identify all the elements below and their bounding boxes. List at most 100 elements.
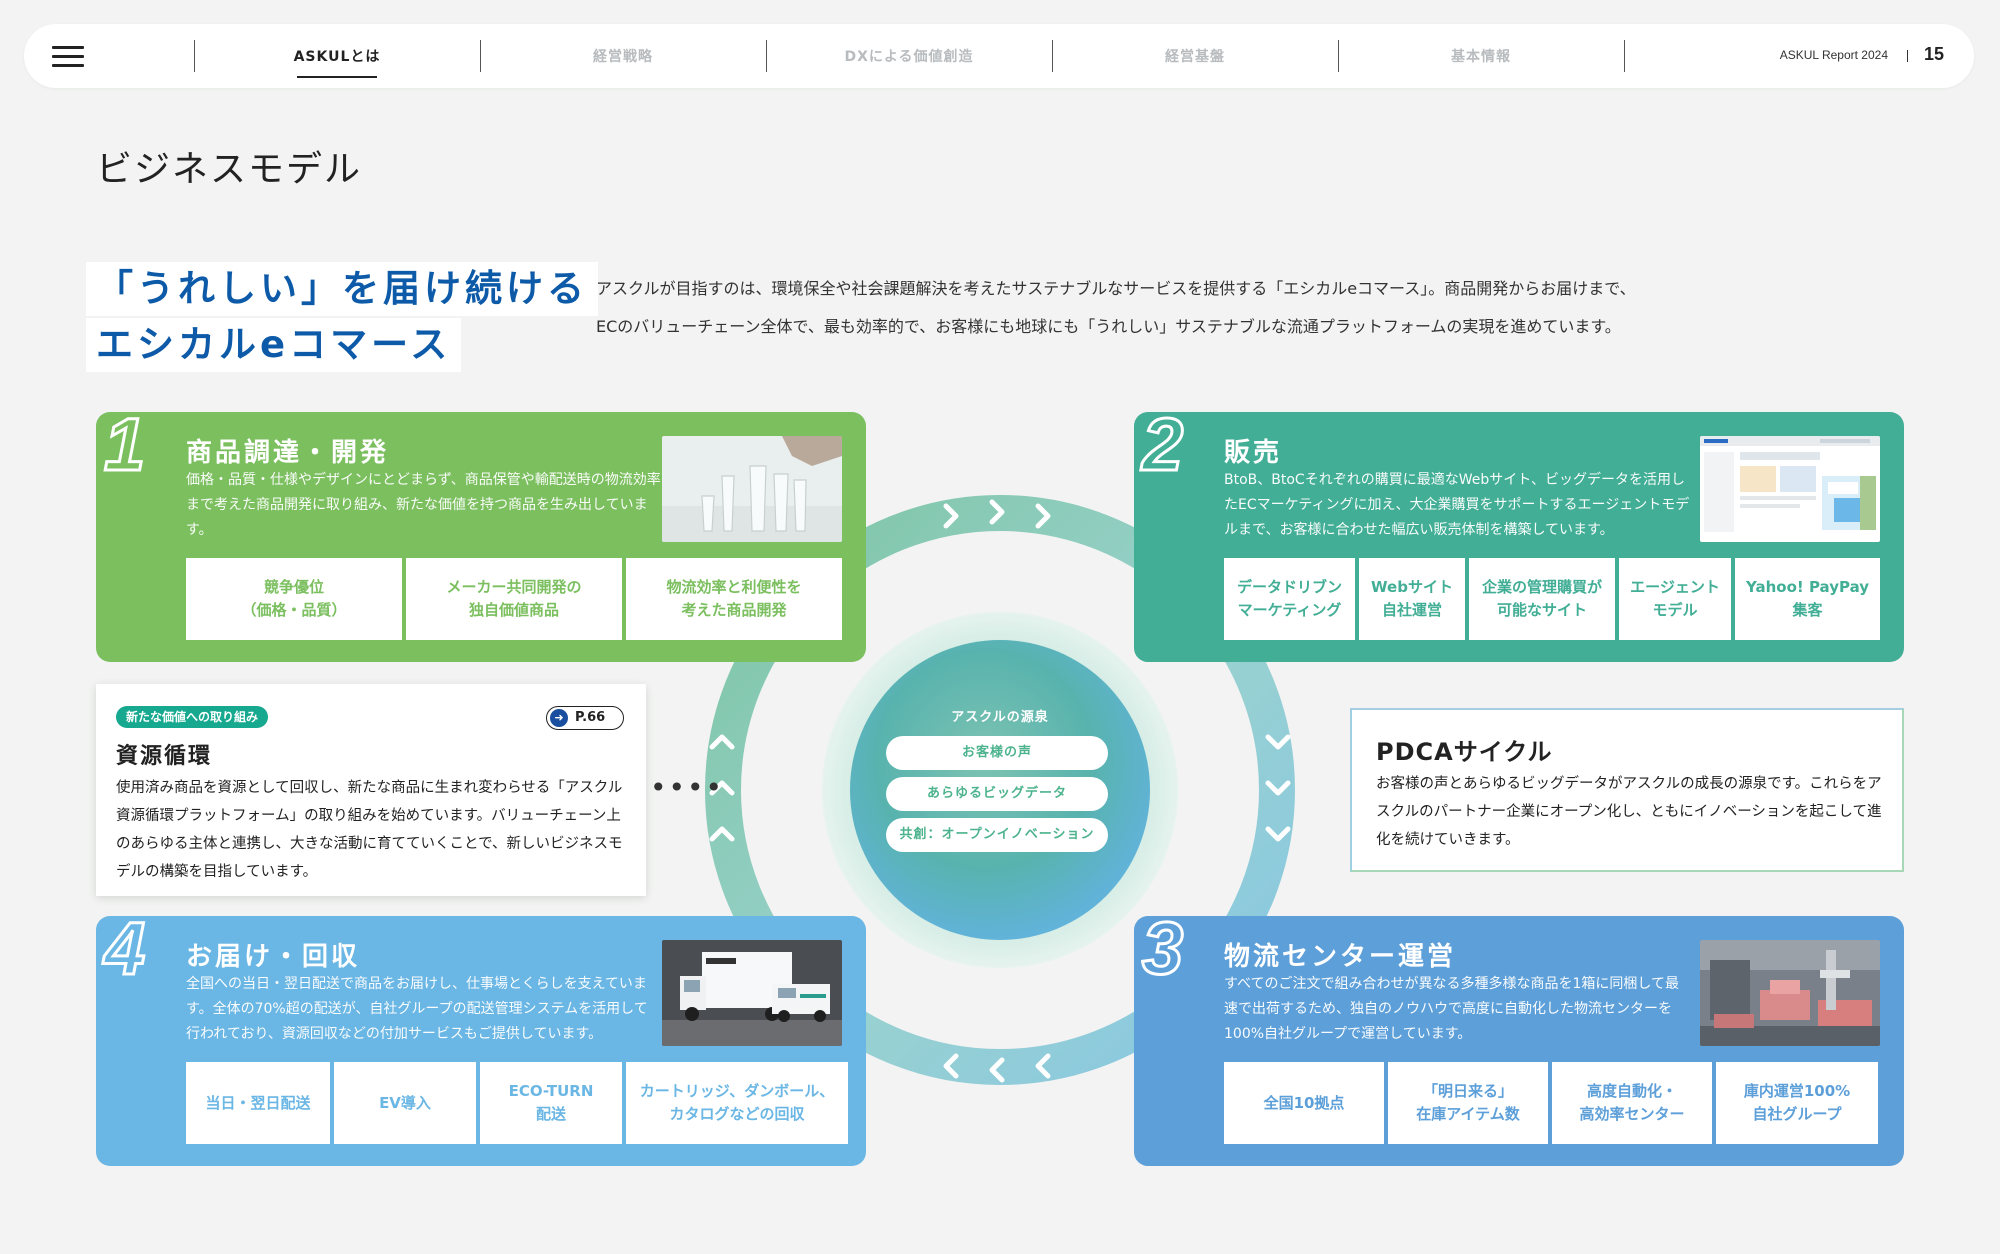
- nav-divider: [480, 40, 481, 72]
- callout-text: お客様の声とあらゆるビッグデータがアスクルの成長の源泉です。これらをアスクルのパ…: [1376, 776, 1882, 848]
- card-title: 販売: [1224, 438, 1283, 468]
- report-label: ASKUL Report 2024: [1779, 48, 1888, 62]
- card-description: 価格・品質・仕様やデザインにとどまらず、商品保管や輸配送時の物流効率まで考えた商…: [186, 472, 661, 538]
- feature-boxes: データドリブンマーケティング Webサイト自社運営 企業の管理購買が可能なサイト…: [1224, 558, 1880, 640]
- feature-box: 庫内運営100% 自社グループ: [1716, 1062, 1878, 1144]
- new-value-tag: 新たな価値への取り組み: [116, 706, 269, 728]
- delivery-truck-photo: [662, 940, 842, 1046]
- feature-box: EV導入: [334, 1062, 476, 1144]
- card-description: 全国への当日・翌日配送で商品をお届けし、仕事場とくらしを支えています。全体の70…: [186, 976, 648, 1042]
- feature-line: 競争優位: [263, 578, 324, 596]
- card-number: 3: [1140, 906, 1184, 992]
- feature-box: Yahoo! PayPay 集客: [1735, 558, 1880, 640]
- feature-box: 企業の管理購買が可能なサイト: [1469, 558, 1615, 640]
- feature-box: 物流効率と利便性を考えた商品開発: [626, 558, 842, 640]
- arrows-up: [709, 734, 735, 842]
- feature-line: 全国10拠点: [1263, 1093, 1345, 1112]
- arrows-right: [943, 499, 1051, 529]
- nav-tab-basic-info[interactable]: 基本情報: [1451, 49, 1511, 65]
- top-nav-bar: ASKULとは 経営戦略 DXによる価値創造 経営基盤 基本情報 ASKUL R…: [24, 24, 1974, 88]
- nav-tab-foundation[interactable]: 経営基盤: [1165, 49, 1225, 65]
- feature-line: メーカー共同開発の: [446, 578, 582, 596]
- feature-box: メーカー共同開発の独自価値商品: [406, 558, 622, 640]
- feature-line: 自社グループ: [1752, 1105, 1842, 1123]
- website-screenshot: [1700, 436, 1880, 542]
- feature-line: Webサイト: [1371, 578, 1453, 596]
- feature-line: 当日・翌日配送: [205, 1093, 311, 1112]
- arrows-down: [1265, 734, 1291, 842]
- card-number: 4: [102, 906, 146, 992]
- feature-boxes: 当日・翌日配送 EV導入 ECO-TURN 配送 カートリッジ、ダンボール、カタロ…: [186, 1062, 848, 1144]
- card-description: BtoB、BtoCそれぞれの購買に最適なWebサイト、ビッグデータを活用したEC…: [1224, 472, 1690, 538]
- card-sales: 2 販売 BtoB、BtoCそれぞれの購買に最適なWebサイト、ビッグデータを活…: [1134, 402, 1904, 662]
- card-number: 2: [1140, 402, 1184, 488]
- page-reference-label: P.66: [575, 710, 606, 725]
- feature-line: エージェント: [1630, 578, 1720, 596]
- arrows-left: [943, 1053, 1051, 1083]
- feature-line: Yahoo! PayPay: [1745, 578, 1870, 596]
- feature-line: 集客: [1792, 601, 1823, 619]
- feature-line: 可能なサイト: [1496, 601, 1587, 619]
- feature-line: 「明日来る」: [1422, 1082, 1513, 1100]
- intro-line-2: ECのバリューチェーン全体で、最も効率的で、お客様にも地球にも「うれしい」サステ…: [596, 317, 1621, 336]
- glassware-photo: [662, 436, 842, 542]
- warehouse-photo: [1700, 940, 1880, 1046]
- page-reference-link[interactable]: ➜ P.66: [546, 706, 624, 730]
- pdca-callout: PDCAサイクル お客様の声とあらゆるビッグデータがアスクルの成長の源泉です。こ…: [1350, 708, 1904, 872]
- feature-line: モデル: [1652, 601, 1698, 619]
- menu-icon[interactable]: [52, 46, 84, 67]
- feature-line: 在庫アイテム数: [1416, 1105, 1520, 1123]
- feature-line: （価格・品質）: [241, 601, 347, 619]
- feature-line: 独自価値商品: [468, 601, 559, 619]
- intro-line-1: アスクルが目指すのは、環境保全や社会課題解決を考えたサステナブルなサービスを提供…: [596, 279, 1636, 298]
- card-title: 物流センター運営: [1224, 942, 1457, 972]
- resource-circulation-callout: 新たな価値への取り組み ➜ P.66 資源循環 使用済み商品を資源として回収し、…: [96, 684, 646, 896]
- nav-divider: [1624, 40, 1625, 72]
- feature-line: 配送: [535, 1105, 566, 1123]
- feature-line: データドリブン: [1236, 578, 1342, 596]
- feature-box: 全国10拠点: [1224, 1062, 1384, 1144]
- feature-box: エージェントモデル: [1619, 558, 1731, 640]
- nav-tab-askul[interactable]: ASKULとは: [293, 49, 381, 65]
- feature-box: ECO-TURN 配送: [480, 1062, 622, 1144]
- card-title: 商品調達・開発: [186, 438, 390, 468]
- feature-line: カタログなどの回収: [669, 1105, 805, 1123]
- card-delivery: 4 お届け・回収 全国への当日・翌日配送で商品をお届けし、仕事場とくらしを支えて…: [96, 906, 866, 1166]
- headline-line-1: 「うれしい」を届け続ける: [86, 262, 598, 316]
- connector-dots: ••••: [650, 771, 725, 804]
- feature-line: 庫内運営100%: [1743, 1082, 1851, 1100]
- feature-line: EV導入: [379, 1093, 431, 1112]
- feature-box: カートリッジ、ダンボール、カタログなどの回収: [626, 1062, 848, 1144]
- pill-open-innovation: 共創：オープンイノベーション: [886, 818, 1108, 852]
- feature-line: カートリッジ、ダンボール、: [639, 1082, 835, 1100]
- arrow-right-icon: ➜: [550, 709, 568, 727]
- headline-line-2: エシカルeコマース: [86, 318, 462, 372]
- nav-divider: [1052, 40, 1053, 72]
- feature-line: ECO-TURN: [508, 1082, 594, 1100]
- pill-customer-voice: お客様の声: [886, 736, 1108, 770]
- nav-divider: [194, 40, 195, 72]
- card-logistics: 3 物流センター運営 すべてのご注文で組み合わせが異なる多種多様な商品を1箱に同…: [1134, 906, 1904, 1166]
- callout-title: PDCAサイクル: [1376, 738, 1553, 766]
- nav-divider: [766, 40, 767, 72]
- card-title: お届け・回収: [186, 942, 361, 972]
- feature-line: 自社運営: [1381, 601, 1442, 619]
- callout-text: 使用済み商品を資源として回収し、新たな商品に生まれ変わらせる「アスクル資源循環プ…: [116, 780, 623, 880]
- feature-box: 高度自動化・高効率センター: [1552, 1062, 1712, 1144]
- feature-line: 高度自動化・: [1586, 1082, 1677, 1100]
- active-tab-indicator: [297, 76, 377, 78]
- nav-tab-dx[interactable]: DXによる価値創造: [844, 49, 974, 65]
- feature-boxes: 競争優位 （価格・品質） メーカー共同開発の独自価値商品 物流効率と利便性を考えた…: [186, 558, 842, 640]
- page-number: 15: [1923, 44, 1944, 64]
- card-description: すべてのご注文で組み合わせが異なる多種多様な商品を1箱に同梱して最速で出荷するた…: [1224, 976, 1679, 1042]
- feature-line: 高効率センター: [1579, 1105, 1685, 1123]
- feature-line: 物流効率と利便性を: [666, 578, 802, 596]
- nav-tab-strategy[interactable]: 経営戦略: [593, 49, 653, 65]
- report-divider: [1907, 50, 1908, 62]
- callout-title: 資源循環: [116, 744, 213, 769]
- nav-divider: [1338, 40, 1339, 72]
- feature-line: 企業の管理購買が: [1481, 578, 1602, 596]
- feature-box: 当日・翌日配送: [186, 1062, 330, 1144]
- feature-box: 「明日来る」在庫アイテム数: [1388, 1062, 1548, 1144]
- page-title: ビジネスモデル: [96, 149, 363, 190]
